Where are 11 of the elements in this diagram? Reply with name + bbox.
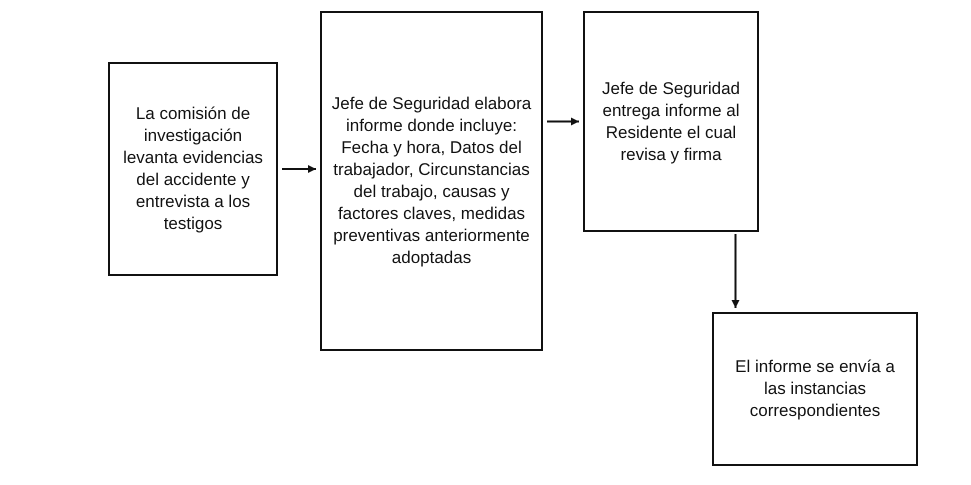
process-box	[320, 11, 543, 351]
arrow	[547, 118, 579, 126]
arrow	[282, 165, 316, 173]
box-text: Jefe de Seguridad elabora informe donde incluye: Fecha y hora, Datos del trabajador, Circunstancias del trabajo, causas y factores claves, medidas preventivas anteriormente adoptadas	[330, 93, 532, 269]
box-text: El informe se envía a las instancias correspondientes	[734, 356, 896, 422]
process-box	[712, 312, 918, 466]
box-text: Jefe de Seguridad entrega informe al Residente el cual revisa y firma	[601, 78, 741, 166]
process-box	[583, 11, 759, 232]
box-text: La comisión de investigación levanta evidencias del accidente y entrevista a los testigos	[122, 103, 264, 235]
process-box	[108, 62, 278, 276]
arrow	[732, 234, 740, 308]
